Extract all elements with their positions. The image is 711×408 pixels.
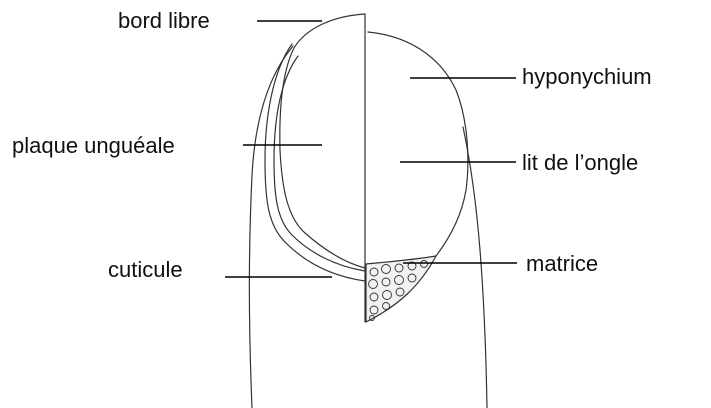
label-bord-libre: bord libre: [118, 8, 210, 34]
nail-bed-outline: [368, 32, 468, 256]
label-cuticule: cuticule: [108, 257, 183, 283]
nail-plate-outline: [280, 14, 365, 268]
label-plaque-ungueale: plaque unguéale: [12, 133, 175, 159]
finger-outline-left: [249, 46, 293, 408]
cuticle-fold-outer: [265, 44, 365, 281]
label-matrice: matrice: [526, 251, 598, 277]
finger-outline-right: [463, 127, 487, 408]
matrix-region: [366, 256, 436, 322]
label-lit-de-l-ongle: lit de l’ongle: [522, 150, 638, 176]
cuticle-fold-inner: [274, 56, 365, 271]
label-hyponychium: hyponychium: [522, 64, 652, 90]
